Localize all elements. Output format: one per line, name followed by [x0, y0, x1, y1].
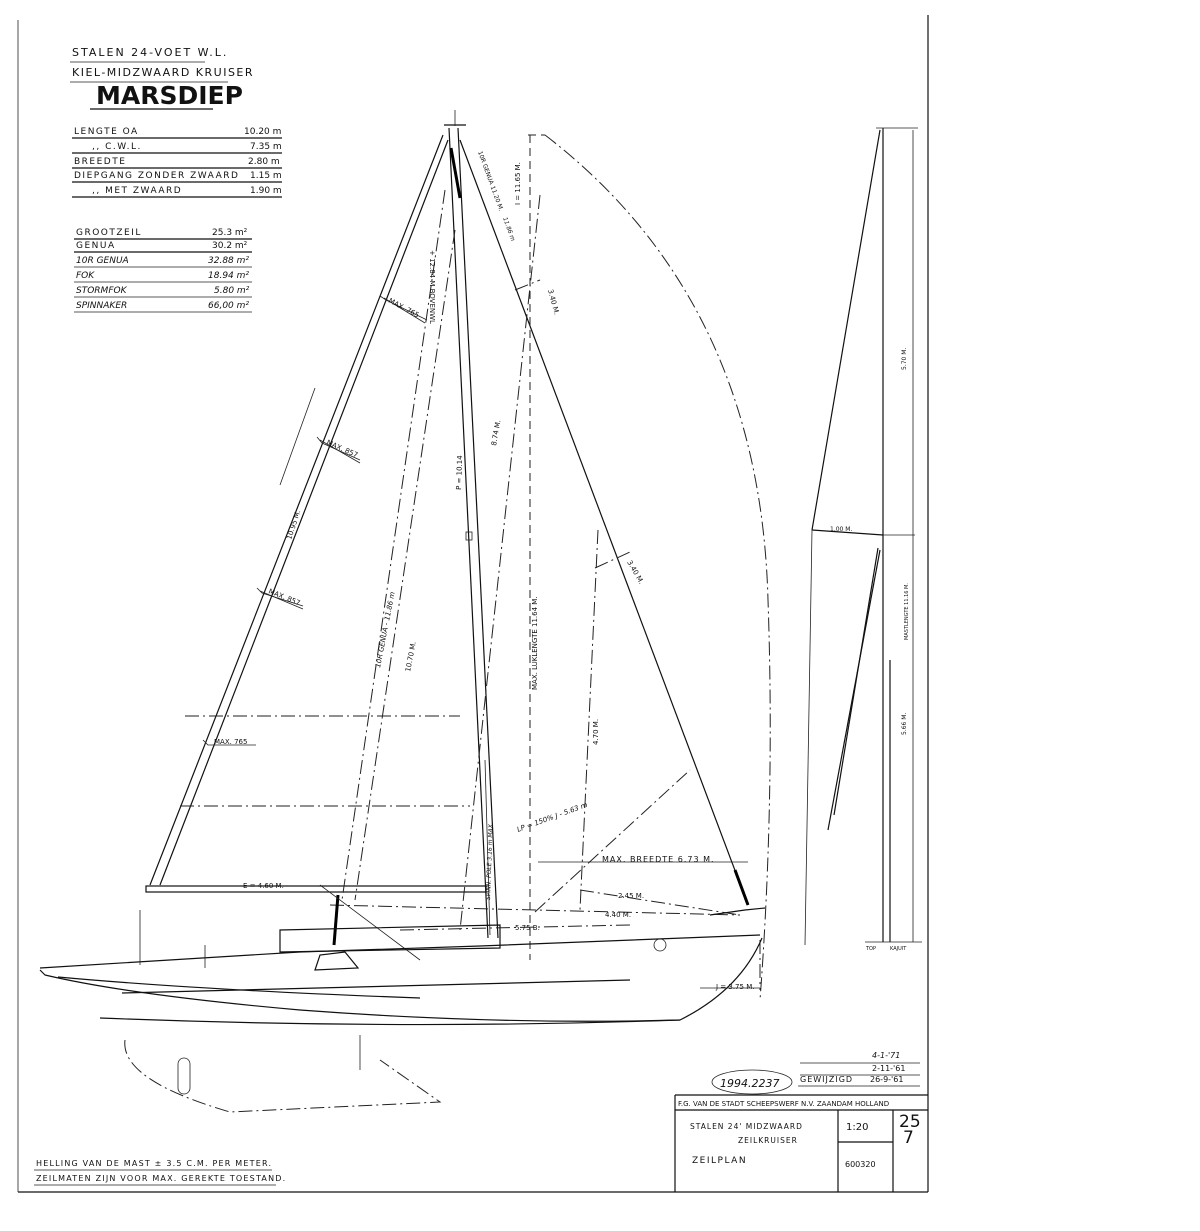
subtitle-1: STALEN 24-VOET W.L. [72, 46, 228, 59]
mast-elevation [804, 127, 922, 946]
boat-name: MARSDIEP [96, 81, 243, 110]
header-block: STALEN 24-VOET W.L. KIEL-MIDZWAARD KRUIS… [70, 46, 254, 110]
label-fok-luff: 10.70 M. [404, 641, 418, 672]
notes: HELLING VAN DE MAST ± 3.5 C.M. PER METER… [34, 1159, 286, 1186]
description-2: ZEILKRUISER [738, 1136, 798, 1145]
note-mast-rake: HELLING VAN DE MAST ± 3.5 C.M. PER METER… [36, 1159, 272, 1168]
label-max-breedte: MAX. BREEDTE 6.73 M. [602, 855, 715, 864]
subtitle-2: KIEL-MIDZWAARD KRUISER [72, 66, 254, 79]
label-470: 4.70 M. [592, 719, 600, 745]
label-kajuit: KAJUIT [890, 946, 907, 952]
note-sail-sizes: ZEILMATEN ZIJN VOOR MAX. GEREKTE TOESTAN… [36, 1174, 286, 1183]
sail-label: FOK [76, 271, 95, 281]
label-forestay-part: 8.74 M. [490, 419, 502, 446]
label-mast-top-note: + 12.84 M BOVENWL [428, 250, 436, 324]
scale: 1:20 [846, 1122, 868, 1133]
sail-value: 30.2 m² [212, 241, 248, 251]
label-batten-3: MAX. 857 [267, 587, 301, 607]
dimension-value: 10.20 m [244, 127, 281, 137]
revisions: 4-1-'71 2-11-'61 GEWIJZIGD 26-9-'61 1994… [711, 1051, 920, 1095]
sail-value: 18.94 m² [208, 271, 249, 281]
sail-label: SPINNAKER [76, 301, 127, 311]
label-e: E = 4.60 M. [243, 882, 284, 890]
label-566: 5.66 M. [901, 713, 908, 735]
sheet-number-bottom: 7 [903, 1128, 914, 1148]
dimension-label: ,, C.W.L. [92, 142, 142, 152]
dimension-label: DIEPGANG ZONDER ZWAARD [74, 171, 239, 181]
sail-areas-table: GROOTZEIL 25.3 m² GENUA 30.2 m² 10R GENUA 3… [74, 228, 252, 313]
sail-label: 10R GENUA [76, 256, 129, 266]
sail-label: STORMFOK [76, 286, 128, 296]
hull [39, 907, 766, 1113]
revision-2: 2-11-'61 [872, 1064, 905, 1073]
archive-stamp: 1994.2237 [720, 1077, 780, 1090]
label-batten-2: MAX. 857 [325, 439, 359, 460]
description-1: STALEN 24' MIDZWAARD [690, 1122, 803, 1131]
sail-value: 5.80 m² [214, 286, 250, 296]
label-340-a: 3.40 M. [546, 288, 560, 315]
label-max-luff: MAX. LUKLENGTE 11.64 M. [531, 596, 539, 690]
dimension-label: ,, MET ZWAARD [92, 186, 182, 196]
sheet-border [17, 15, 929, 1193]
label-spinnaker-pole: SPINN. POLE 3.16 m MAX. [485, 822, 495, 900]
label-245: 2.45 M. [618, 892, 644, 900]
company-name: F.G. VAN DE STADT SCHEEPSWERF N.V. ZAAND… [678, 1100, 889, 1108]
label-i: I = 11.65 M. [514, 162, 522, 205]
label-570: 5.70 M. [901, 348, 908, 370]
label-lp: LP = 150% J - 5.63 m [516, 801, 589, 834]
title-block: F.G. VAN DE STADT SCHEEPSWERF N.V. ZAAND… [674, 1094, 928, 1192]
label-p: P = 10.14 [455, 455, 464, 490]
sail-label: GROOTZEIL [76, 228, 142, 238]
rigging [145, 110, 771, 1001]
dimension-value: 2.80 m [248, 157, 280, 167]
drawing-number: 600320 [845, 1160, 876, 1169]
label-340-b: 3.40 M. [625, 559, 645, 586]
sail-label: GENUA [76, 241, 116, 251]
dimension-label: LENGTE OA [74, 127, 139, 137]
label-batten-1: MAX. 765 [387, 297, 420, 320]
drawing-title: ZEILPLAN [692, 1156, 747, 1166]
revision-3: 26-9-'61 [870, 1075, 903, 1084]
dimension-value: 1.15 m [250, 171, 282, 181]
label-j: J = 3.75 M. [715, 983, 754, 991]
sail-value: 32.88 m² [208, 256, 249, 266]
dimension-value: 7.35 m [250, 142, 282, 152]
label-top-genoa-2: 11.86 m [501, 216, 516, 242]
label-batten-4: MAX. 765 [214, 738, 247, 746]
dimensions-table: LENGTE OA 10.20 m ,, C.W.L. 7.35 m BREEDTE… [72, 127, 282, 198]
revision-1: 4-1-'71 [872, 1051, 900, 1060]
revision-3-label: GEWIJZIGD [800, 1075, 853, 1084]
sail-value: 66,00 m² [208, 301, 249, 311]
label-top-genoa: 10R GENUA 11.20 M. [476, 150, 504, 212]
label-mastlengte: MASTLENGTE 11.16 M. [904, 583, 910, 640]
dimension-value: 1.90 m [250, 186, 282, 196]
label-440: 4.40 M. [605, 911, 631, 919]
label-top: TOP [865, 946, 876, 952]
sheet-number-top: 25 [899, 1112, 921, 1132]
label-spreader: 1.00 M. [830, 526, 852, 533]
label-575: 5.75 B. [515, 924, 540, 932]
sail-value: 25.3 m² [212, 228, 248, 238]
dimension-label: BREEDTE [74, 157, 126, 167]
dimension-labels: + 12.84 M BOVENWL MAX. 765 MAX. 857 MAX.… [214, 150, 910, 991]
